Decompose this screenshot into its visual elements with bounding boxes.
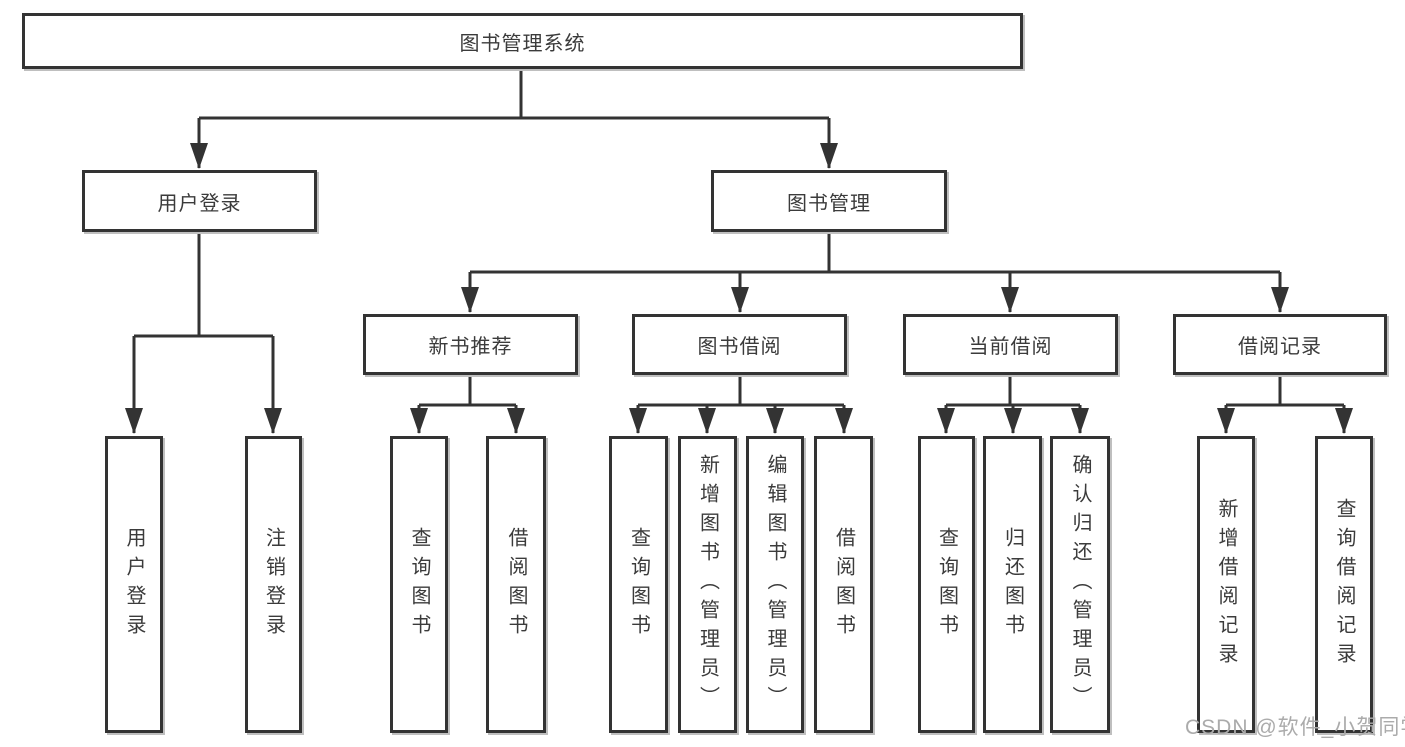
node-book-management: 图书管理 — [711, 170, 947, 232]
node-new-book-recommend: 新书推荐 — [363, 314, 578, 375]
node-user-login: 用户登录 — [82, 170, 317, 232]
leaf-borrow-books-2: 借阅图书 — [814, 436, 873, 733]
leaf-add-borrow-record: 新增借阅记录 — [1197, 436, 1255, 733]
node-borrowing-records: 借阅记录 — [1173, 314, 1387, 375]
leaf-logout: 注销登录 — [245, 436, 302, 733]
node-book-borrowing: 图书借阅 — [632, 314, 847, 375]
node-root: 图书管理系统 — [22, 13, 1023, 69]
leaf-return-books: 归还图书 — [983, 436, 1042, 733]
leaf-edit-books-admin: 编辑图书（管理员） — [746, 436, 804, 733]
leaf-borrow-books-1: 借阅图书 — [486, 436, 546, 733]
leaf-query-books-2: 查询图书 — [609, 436, 668, 733]
leaf-query-books-3: 查询图书 — [918, 436, 975, 733]
leaf-confirm-return-admin: 确认归还（管理员） — [1050, 436, 1110, 733]
node-current-borrowing: 当前借阅 — [903, 314, 1118, 375]
leaf-query-borrow-record: 查询借阅记录 — [1315, 436, 1373, 733]
leaf-add-books-admin: 新增图书（管理员） — [678, 436, 737, 733]
watermark: CSDN @软件_小贺同学 — [1185, 716, 1405, 739]
leaf-user-login: 用户登录 — [105, 436, 163, 733]
leaf-query-books-1: 查询图书 — [390, 436, 448, 733]
